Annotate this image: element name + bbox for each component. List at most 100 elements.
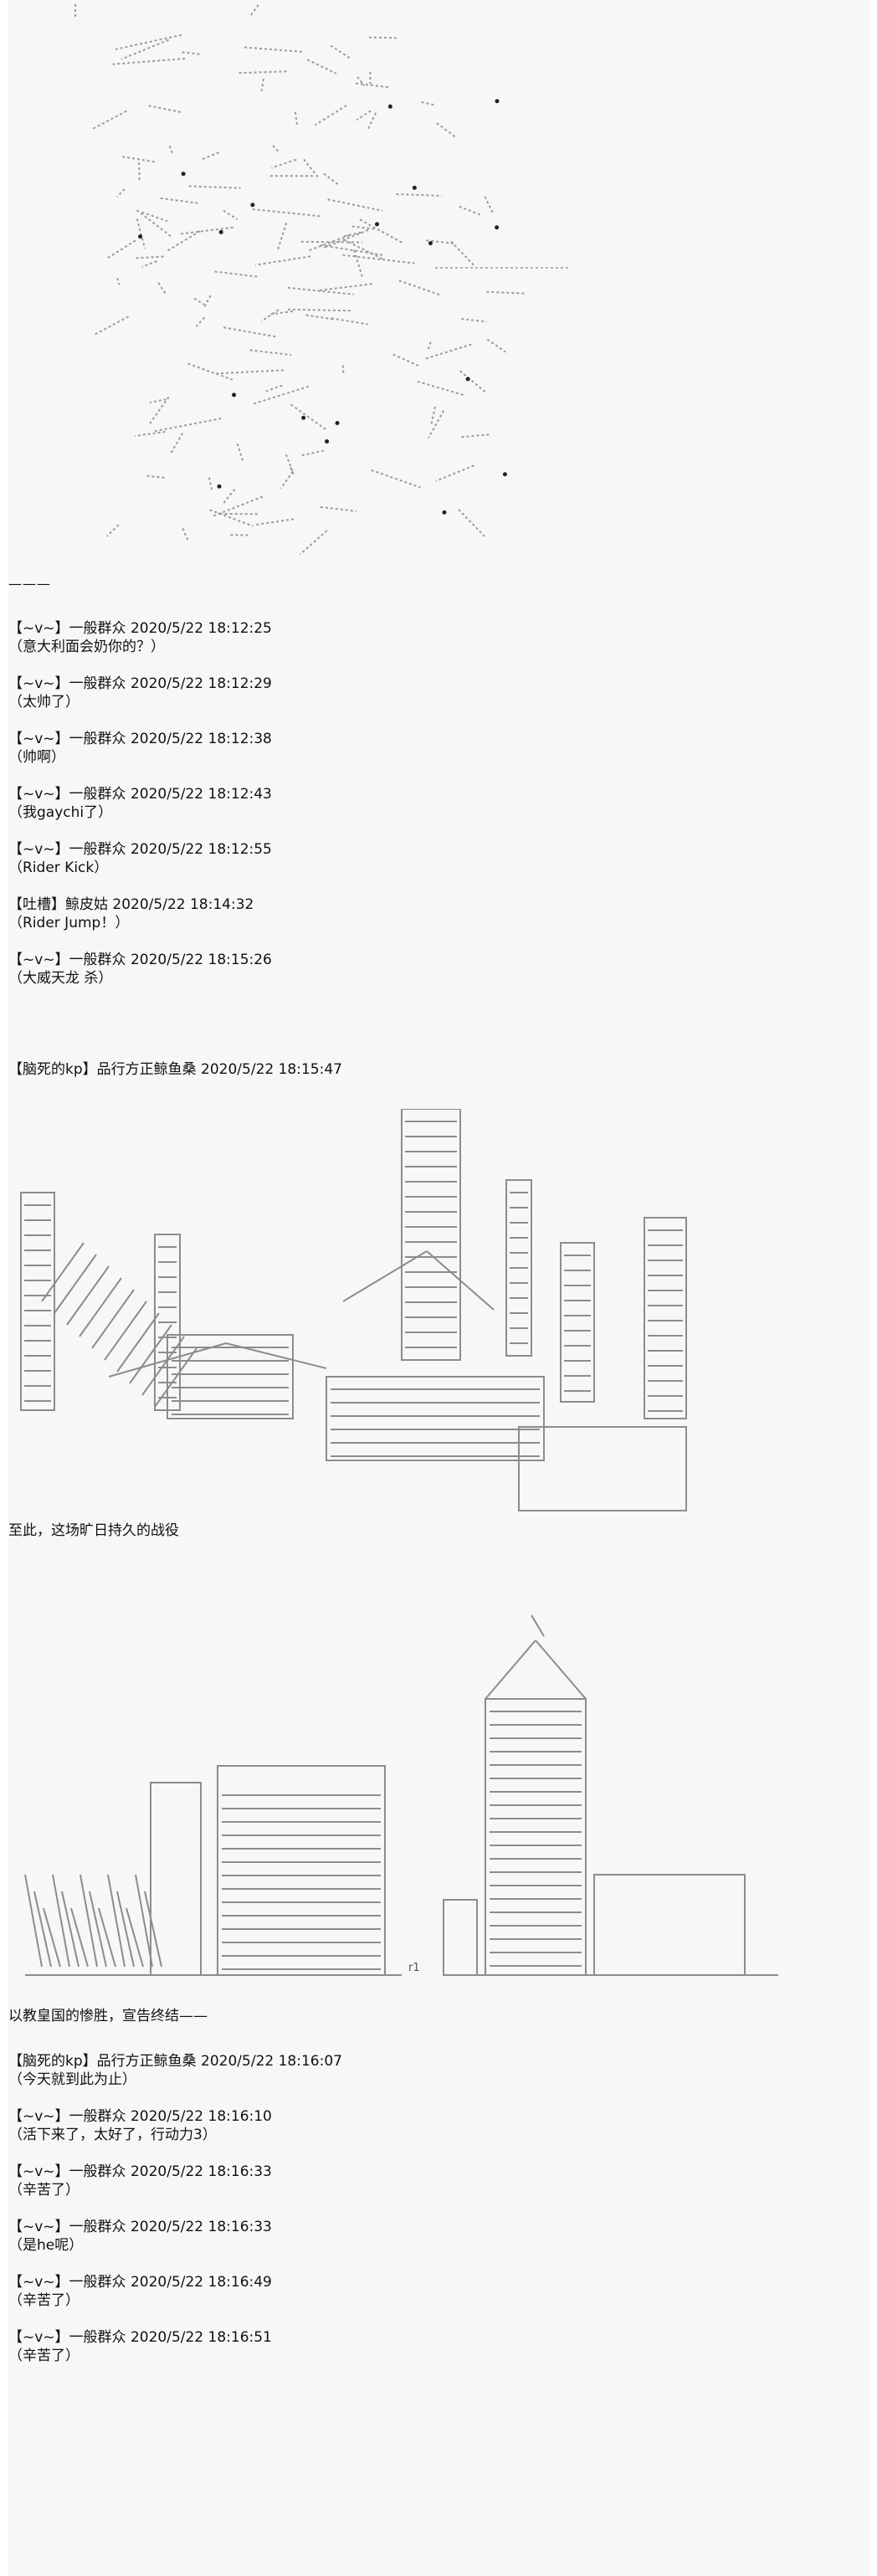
kp-post-header: 【脑死的kp】品行方正鲸鱼桑 2020/5/22 18:15:47 bbox=[8, 1061, 342, 1078]
art-block bbox=[150, 1782, 202, 1976]
art-stroke bbox=[154, 1347, 197, 1408]
art-stroke bbox=[135, 1874, 153, 1968]
art-stroke bbox=[366, 112, 377, 131]
comment-post: 【~v~】一般群众 2020/5/22 18:16:33（是he呢） bbox=[8, 2218, 272, 2255]
art-stroke bbox=[272, 145, 280, 153]
comment-post: 【~v~】一般群众 2020/5/22 18:15:26 （大威天龙 杀） bbox=[8, 951, 272, 988]
art-stroke bbox=[121, 38, 169, 60]
art-stroke bbox=[136, 209, 172, 238]
art-stroke bbox=[79, 1277, 122, 1337]
art-stroke bbox=[351, 225, 377, 230]
art-stroke bbox=[107, 1874, 126, 1968]
art-stroke bbox=[290, 466, 295, 477]
comment-message: （我gaychi了） bbox=[8, 804, 113, 821]
art-stroke bbox=[144, 1891, 162, 1968]
comment-message: （辛苦了） bbox=[8, 2292, 79, 2309]
art-dot bbox=[325, 439, 330, 444]
comment-header: 【脑死的kp】品行方正鲸鱼桑 2020/5/22 18:16:07 bbox=[8, 2053, 342, 2070]
art-stroke bbox=[458, 509, 485, 537]
art-stroke bbox=[323, 172, 339, 186]
art-stroke bbox=[531, 1614, 545, 1637]
art-stroke bbox=[237, 70, 287, 74]
art-stroke bbox=[327, 198, 383, 212]
art-stroke bbox=[134, 430, 166, 437]
art-dot bbox=[495, 99, 500, 104]
art-block bbox=[217, 1765, 386, 1976]
art-dot bbox=[301, 415, 306, 420]
art-stroke bbox=[260, 309, 280, 322]
art-stroke bbox=[178, 226, 233, 235]
art-stroke bbox=[41, 1242, 85, 1302]
art-stroke bbox=[255, 255, 311, 266]
art-stroke bbox=[450, 240, 474, 266]
ascii-art-city bbox=[8, 1109, 695, 1519]
narration-line-2: 以教皇国的惨胜，宣告终结—— bbox=[8, 2008, 208, 2024]
art-dot bbox=[181, 172, 186, 177]
art-stroke bbox=[300, 240, 362, 244]
art-stroke bbox=[428, 410, 445, 439]
art-stroke bbox=[216, 369, 284, 375]
art-dot bbox=[232, 393, 237, 398]
art-stroke bbox=[260, 79, 264, 92]
art-block bbox=[443, 1899, 478, 1976]
art-stroke bbox=[149, 398, 167, 404]
art-stroke bbox=[93, 316, 129, 336]
comment-post: 【~v~】一般群众 2020/5/22 18:16:51（辛苦了） bbox=[8, 2328, 272, 2365]
art-dot bbox=[465, 377, 470, 382]
art-stroke bbox=[299, 530, 328, 556]
art-stroke bbox=[129, 1324, 172, 1384]
comment-message: （Rider Kick） bbox=[8, 860, 109, 876]
art-stroke bbox=[459, 370, 487, 393]
art-stroke bbox=[70, 1907, 89, 1968]
comment-post: 【~v~】一般群众 2020/5/22 18:12:43（我gaychi了） bbox=[8, 785, 272, 822]
comment-message: （辛苦了） bbox=[8, 2182, 79, 2199]
comment-header: 【~v~】一般群众 2020/5/22 18:15:26 bbox=[8, 952, 272, 968]
art-stroke bbox=[287, 308, 351, 312]
art-dot bbox=[442, 510, 447, 515]
art-stroke bbox=[303, 158, 319, 178]
art-stroke bbox=[223, 209, 238, 220]
art-stroke bbox=[182, 51, 200, 55]
comment-message: （大威天龙 杀） bbox=[8, 970, 113, 987]
art-stroke bbox=[244, 46, 304, 53]
comment-post: 【~v~】一般群众 2020/5/22 18:16:33（辛苦了） bbox=[8, 2163, 272, 2199]
art-stroke bbox=[209, 509, 254, 527]
art-block bbox=[593, 1874, 746, 1976]
art-stroke bbox=[331, 317, 368, 326]
art-stroke bbox=[356, 110, 372, 121]
art-stroke bbox=[290, 403, 326, 430]
art-stroke bbox=[426, 1250, 495, 1311]
art-stroke bbox=[359, 218, 403, 244]
art-stroke bbox=[188, 185, 241, 189]
art-stroke bbox=[486, 290, 526, 295]
comment-message: （辛苦了） bbox=[8, 2348, 79, 2364]
art-stroke bbox=[314, 105, 347, 126]
art-stroke bbox=[342, 254, 415, 264]
art-stroke bbox=[330, 44, 351, 59]
art-block bbox=[326, 1376, 545, 1461]
comment-header: 【~v~】一般群众 2020/5/22 18:16:10 bbox=[8, 2108, 272, 2125]
art-dot bbox=[250, 203, 255, 208]
art-stroke bbox=[116, 1891, 135, 1968]
art-stroke bbox=[253, 385, 310, 405]
art-stroke bbox=[435, 464, 474, 482]
art-stroke bbox=[355, 82, 389, 89]
art-stroke bbox=[126, 1907, 144, 1968]
art-block bbox=[560, 1242, 595, 1403]
art-stroke bbox=[54, 1254, 97, 1314]
art-block bbox=[401, 1109, 461, 1361]
art-stroke bbox=[222, 488, 236, 505]
art-stroke bbox=[52, 1874, 70, 1968]
art-stroke bbox=[141, 1336, 185, 1396]
art-dot bbox=[335, 420, 340, 425]
art-block bbox=[518, 1426, 687, 1511]
art-stroke bbox=[168, 145, 174, 156]
art-stroke bbox=[430, 406, 436, 426]
art-stroke bbox=[108, 1342, 227, 1378]
art-stroke bbox=[138, 162, 141, 182]
comment-header: 【~v~】一般群众 2020/5/22 18:12:29 bbox=[8, 675, 272, 692]
comment-post: 【~v~】一般群众 2020/5/22 18:16:10（活下来了，太好了，行动… bbox=[8, 2107, 272, 2144]
art-block bbox=[20, 1192, 55, 1411]
comment-message: （太帅了） bbox=[8, 694, 79, 711]
art-stroke bbox=[187, 362, 233, 381]
